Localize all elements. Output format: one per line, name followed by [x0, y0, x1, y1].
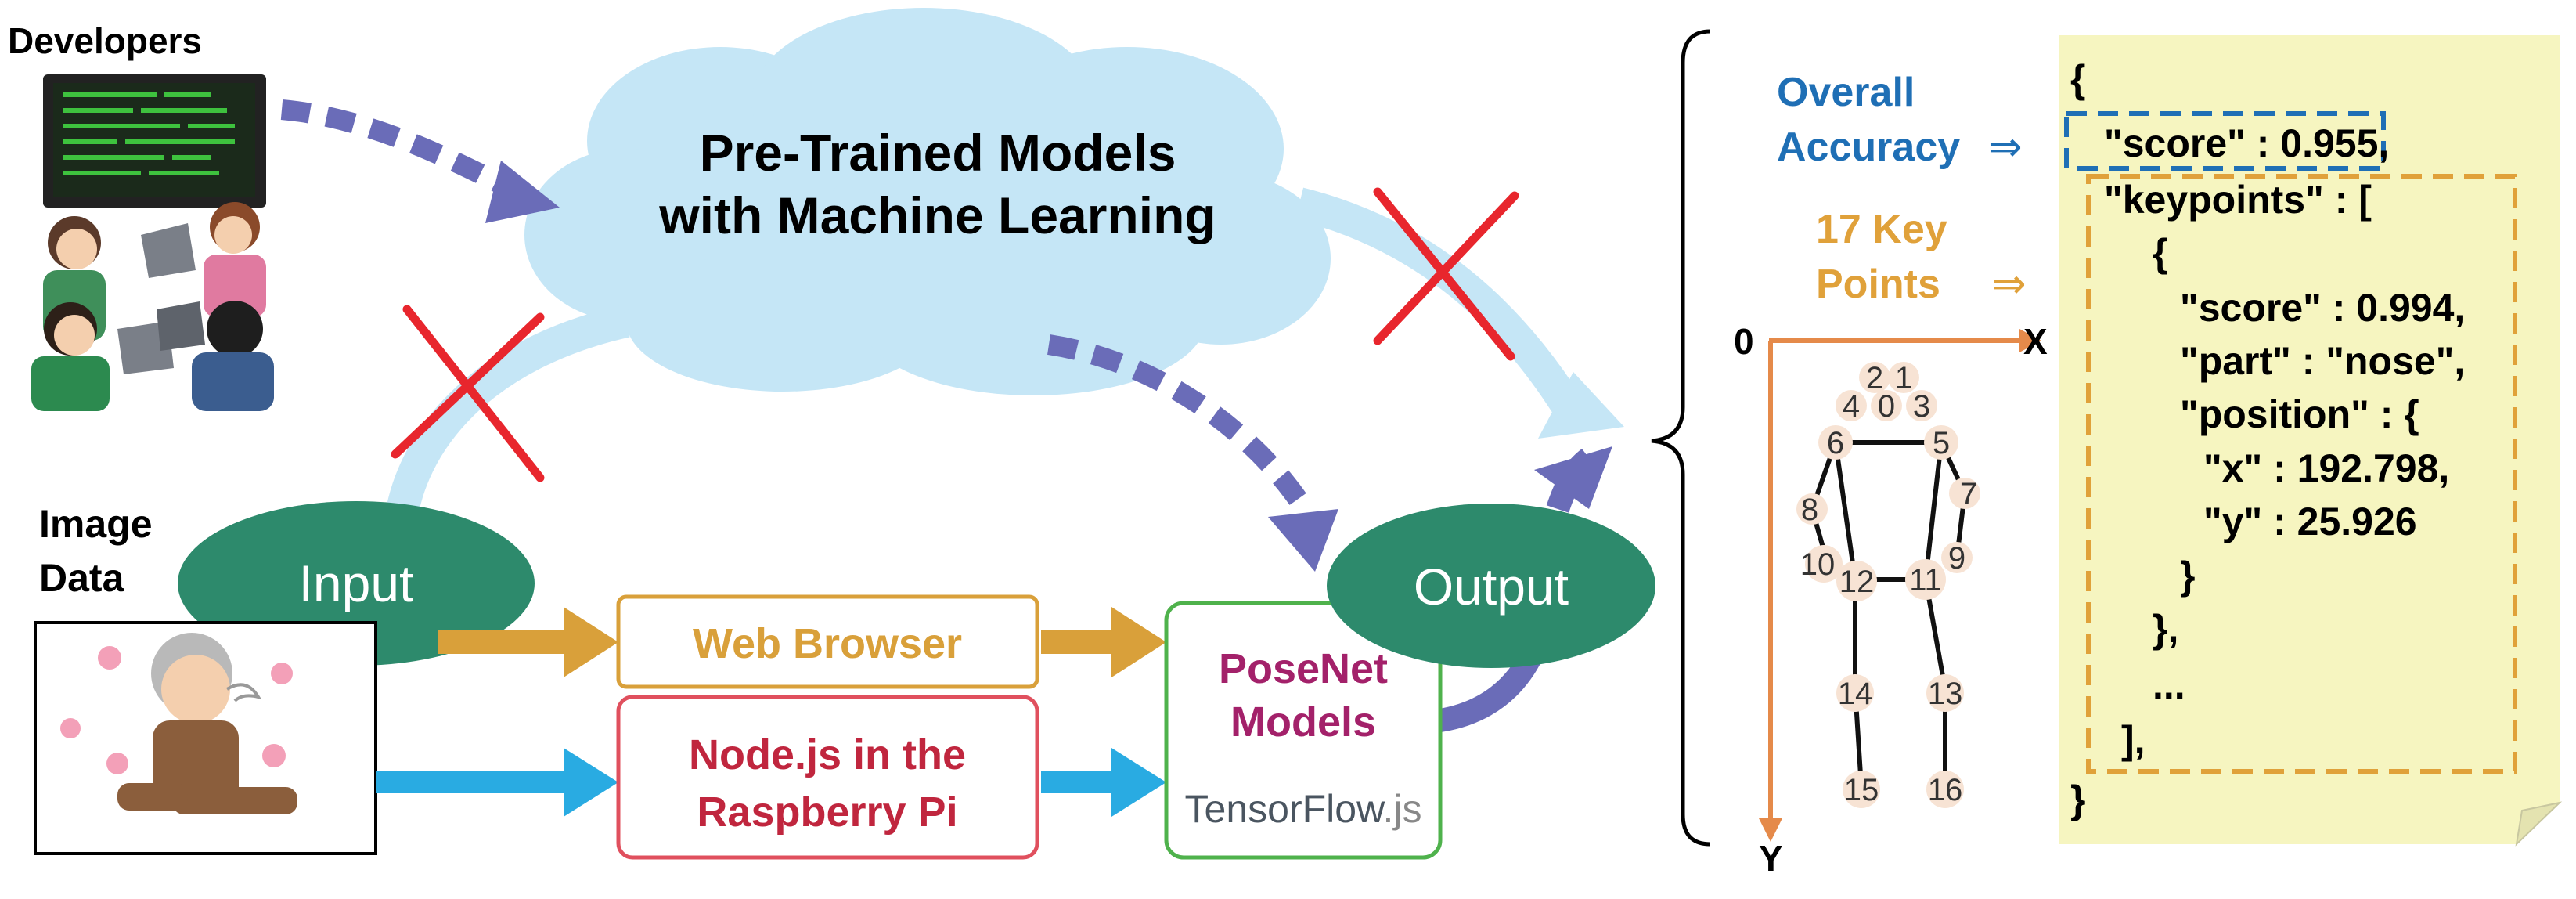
json-line-keypoint-score: "score" : 0.994, [2180, 286, 2465, 330]
skeleton-diagram: 0 X Y [1734, 321, 2048, 879]
json-line-x: "x" : 192.798, [2203, 446, 2449, 490]
posenet-label-line1: PoseNet [1219, 645, 1388, 692]
overall-accuracy-highlight-box [2064, 111, 2386, 171]
cloud-title-line2: with Machine Learning [658, 186, 1216, 244]
keypoints-highlight-box [2086, 174, 2517, 774]
cross-mark-left [391, 305, 545, 482]
keypoint-8: 8 [1801, 493, 1818, 527]
keypoint-12: 12 [1839, 565, 1875, 599]
axis-y-label: Y [1759, 838, 1783, 879]
arrow-output-to-bracket [1534, 446, 1612, 513]
nodejs-box: Node.js in the Raspberry Pi [616, 695, 1039, 860]
axis-origin-label: 0 [1734, 321, 1754, 362]
json-line-y: "y" : 25.926 [2203, 500, 2417, 543]
cloud-title-line1: Pre-Trained Models [700, 124, 1176, 182]
json-line-array-close: ], [2121, 718, 2145, 762]
keypoint-2: 2 [1866, 361, 1883, 395]
json-line-keypoints: "keypoints" : [ [2104, 178, 2372, 222]
keypoint-9: 9 [1948, 541, 1965, 576]
cross-mark-right [1373, 187, 1519, 361]
keypoints-label-line1: 17 Key [1816, 207, 1947, 252]
output-node: Output [1327, 504, 1655, 668]
axis-x-label: X [2023, 321, 2048, 362]
keypoint-6: 6 [1827, 426, 1844, 460]
developers-label: Developers [8, 20, 202, 61]
overall-accuracy-line1: Overall [1777, 70, 1915, 115]
keypoint-7: 7 [1960, 477, 1977, 511]
overall-accuracy-arrow-icon: ⇒ [1988, 125, 2023, 170]
nodejs-label-line1: Node.js in the [689, 731, 966, 778]
developers-illustration: Developers [8, 20, 274, 411]
keypoint-4: 4 [1843, 389, 1860, 424]
keypoints-arrow-icon: ⇒ [1992, 262, 2027, 307]
image-data-label-line2: Data [39, 556, 125, 600]
dashed-arrow-developers-to-cloud [280, 99, 560, 223]
dashed-arrow-cloud-to-output [1047, 334, 1338, 572]
keypoint-5: 5 [1933, 426, 1950, 460]
json-line-position: "position" : { [2180, 392, 2419, 436]
json-line-position-close: } [2180, 554, 2195, 598]
output-curly-bracket [1651, 29, 1711, 847]
keypoint-3: 3 [1913, 389, 1930, 424]
keypoint-0: 0 [1878, 389, 1895, 424]
json-line-close-brace: } [2070, 778, 2085, 821]
input-label: Input [299, 554, 414, 612]
posenet-box: PoseNet Models TensorFlow.js [1164, 601, 1443, 860]
json-output-note: { "score" : 0.955, "keypoints" : [ { "sc… [2059, 35, 2563, 847]
arrow-web-browser-to-posenet [1041, 607, 1166, 677]
image-data-label-line1: Image [39, 502, 153, 546]
blocked-path-input-to-cloud [383, 305, 630, 535]
json-line-keypoint-open: { [2153, 231, 2167, 275]
web-browser-label: Web Browser [693, 620, 962, 667]
blocked-path-cloud-to-output [1295, 187, 1624, 439]
arrow-input-to-web-browser [438, 607, 618, 677]
arrow-nodejs-to-posenet [1041, 748, 1166, 817]
tensorflow-logo-suffix: .js [1382, 787, 1421, 831]
json-line-score: "score" : 0.955, [2104, 121, 2389, 165]
overall-accuracy-line2: Accuracy [1777, 125, 1960, 170]
json-line-open-brace: { [2070, 57, 2085, 101]
json-line-part: "part" : "nose", [2180, 339, 2465, 383]
tensorflow-logo: TensorFlow.js [1185, 787, 1422, 831]
image-data-picture [34, 621, 377, 855]
arrow-image-to-nodejs [376, 748, 618, 817]
keypoint-11: 11 [1909, 563, 1942, 598]
keypoints-label-line2: Points [1816, 262, 1940, 307]
keypoint-16: 16 [1928, 773, 1963, 807]
web-browser-box: Web Browser [616, 594, 1039, 689]
output-label: Output [1414, 558, 1569, 616]
tensorflow-logo-main: TensorFlow [1185, 787, 1386, 831]
keypoint-14: 14 [1838, 677, 1873, 711]
keypoint-13: 13 [1928, 677, 1963, 711]
nodejs-label-line2: Raspberry Pi [697, 789, 957, 836]
keypoint-15: 15 [1844, 773, 1879, 807]
pretrained-models-cloud: Pre-Trained Models with Machine Learning [524, 8, 1331, 395]
keypoint-10: 10 [1800, 547, 1836, 582]
keypoint-1: 1 [1895, 361, 1912, 395]
json-line-ellipsis: ... [2153, 663, 2185, 707]
posenet-label-line2: Models [1230, 699, 1376, 746]
json-line-keypoint-close: }, [2153, 607, 2178, 651]
